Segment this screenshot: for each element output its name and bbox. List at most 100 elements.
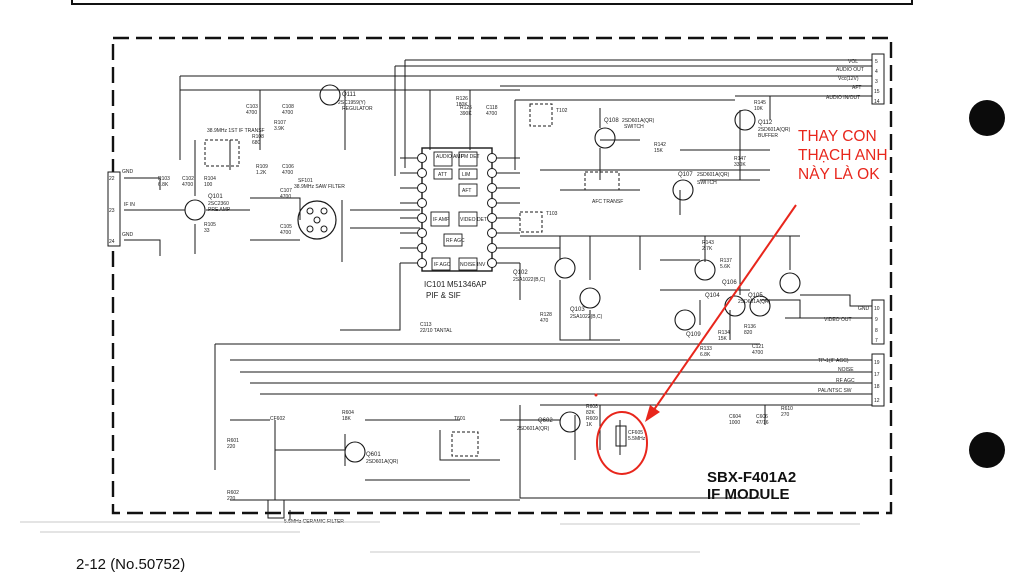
pin-number: 17 [874, 372, 880, 378]
red-dot [594, 393, 598, 397]
pin-signal: GND [122, 169, 134, 175]
q601-part: 2SD601A(QR) [366, 459, 399, 465]
part-label: R608 [586, 404, 598, 410]
part-value: 15K [718, 336, 728, 342]
part-label: R103 [158, 176, 170, 182]
pin-number: 3 [875, 79, 878, 85]
part-value: 5.6K [720, 264, 731, 270]
part-labels: R126 180K R125 390K C118 4700 C103 4700 … [158, 96, 793, 502]
part-label: R136 [744, 324, 756, 330]
part-value: 220 [227, 444, 236, 450]
part-label: R137 [720, 258, 732, 264]
part-value: 680 [252, 140, 261, 146]
module-border [111, 36, 893, 515]
part-value: 6.8K [158, 182, 169, 188]
part-label: R109 [256, 164, 268, 170]
part-value: 6.8K [700, 352, 711, 358]
pin-signal: Vcc(12V) [838, 76, 859, 82]
part-value: 3.9K [274, 126, 285, 132]
saw-filter-pins [306, 207, 328, 233]
part-value: 15K [654, 148, 664, 154]
ic-block-if-agc: IF AGC [434, 262, 451, 268]
pin-signal: AUDIO IN/OUT [826, 95, 860, 101]
part-value: 1000 [729, 420, 740, 426]
t102-ref: T102 [556, 108, 568, 114]
connector-right-bottom-pins: 19 17 18 12 TP-1(IF AGC) NOISE RF AGC PA… [818, 358, 880, 404]
pin-number: 22 [109, 176, 115, 182]
t101-desc: 38.9MHz 1ST IF TRANSF [207, 128, 265, 134]
q108-part: 2SD601A(QR) [622, 118, 655, 124]
ic-part: M51346AP [447, 280, 487, 289]
ic-block-video-det: VIDEO DET [460, 217, 487, 223]
pin-number: 19 [874, 360, 880, 366]
part-label: C105 [280, 224, 292, 230]
part-value: 470 [540, 318, 549, 324]
part-value: 4700 [182, 182, 193, 188]
q101-role: PRE AMP [208, 207, 231, 213]
part-value: 4700 [246, 110, 257, 116]
part-label: R602 [227, 490, 239, 496]
pin-number: 4 [875, 69, 878, 75]
q107-ref: Q107 [678, 172, 693, 178]
part-value: 4700 [280, 230, 291, 236]
ic-block-rf-agc: RF AGC [446, 238, 465, 244]
part-label: R128 [540, 312, 552, 318]
part-label: R145 [754, 100, 766, 106]
highlight-ellipse [596, 411, 648, 475]
transformer-t101 [204, 139, 240, 167]
sf101-ref: SF101 [298, 178, 313, 184]
part-value: 820 [744, 330, 753, 336]
cf605-desc: 5.5MHz [628, 436, 646, 442]
part-label: R107 [274, 120, 286, 126]
ic101-blocks [430, 151, 478, 271]
part-label: C606 [756, 414, 768, 420]
t103-ref: T103 [546, 211, 558, 217]
q112-role: BUFFER [758, 133, 778, 139]
part-value: 4700 [280, 194, 291, 200]
part-value: 18K [342, 416, 352, 422]
q108-role: SWITCH [624, 124, 644, 130]
pin-number: 15 [874, 89, 880, 95]
part-label: C113 [420, 322, 432, 328]
pin-number: 18 [874, 384, 880, 390]
q112-ref: Q112 [758, 120, 773, 126]
sf101-desc: 38.9MHz SAW FILTER [294, 184, 345, 190]
part-label: C106 [282, 164, 294, 170]
part-value: 47/16 [756, 420, 769, 426]
part-label: R105 [204, 222, 216, 228]
pin-signal: AFT [852, 85, 861, 91]
connector-right-top [871, 53, 885, 105]
pin-signal: VOL [848, 59, 858, 65]
q112-part: 2SD601A(QR) [758, 127, 791, 133]
part-value: 2.7K [702, 246, 713, 252]
pin-number: 5 [875, 59, 878, 65]
q111-role: REGULATOR [342, 106, 373, 112]
part-label: R104 [204, 176, 216, 182]
q111-ref: Q111 [342, 92, 356, 98]
part-value: 4700 [752, 350, 763, 356]
module-model: SBX-F401A2 [707, 469, 797, 486]
part-label: C107 [280, 188, 292, 194]
connector-left-pins: 22 23 24 GND IF IN GND [109, 169, 135, 245]
cf602-ref: CF602 [270, 416, 285, 422]
q107-part: 2SD601A(QR) [697, 172, 730, 178]
pin-number: 23 [109, 208, 115, 214]
pin-number: 7 [875, 338, 878, 344]
part-value: 33 [204, 228, 210, 234]
scan-noise [20, 521, 860, 553]
part-value: 270 [781, 412, 790, 418]
q104-ref: Q104 [705, 293, 720, 299]
part-label: R133 [700, 346, 712, 352]
q108-ref: Q108 [604, 118, 619, 124]
q102-part: 2SA1022(B,C) [513, 277, 546, 283]
upper-frame-edge [71, 0, 913, 5]
transformer-t601 [451, 431, 479, 457]
module-title: SBX-F401A2 IF MODULE [707, 469, 796, 503]
pin-signal: NOISE [838, 367, 854, 373]
q107-role: SWITCH [697, 180, 717, 186]
part-label: C121 [752, 344, 764, 350]
part-label: R601 [227, 438, 239, 444]
part-label: R125 [460, 105, 472, 111]
transformer-t116 [584, 171, 620, 191]
